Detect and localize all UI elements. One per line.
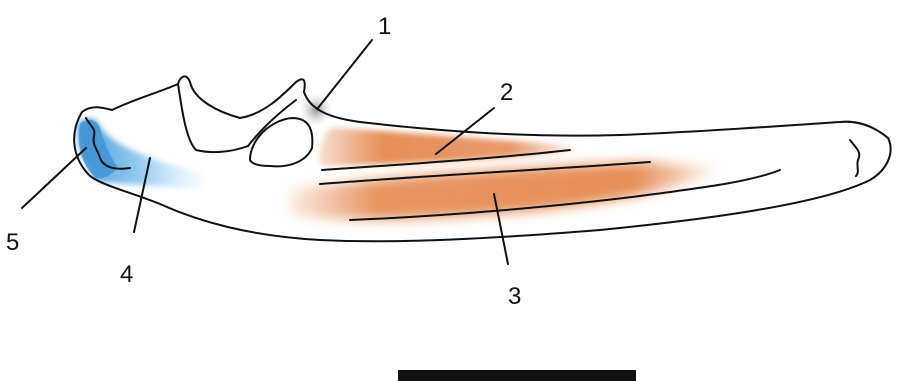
mandible-outline bbox=[74, 76, 890, 241]
label-2: 2 bbox=[500, 79, 513, 106]
label-3: 3 bbox=[508, 283, 521, 310]
leader-5 bbox=[22, 148, 86, 208]
label-5: 5 bbox=[6, 229, 19, 256]
label-1: 1 bbox=[378, 13, 391, 40]
scale-bar bbox=[398, 370, 636, 381]
leader-1 bbox=[318, 40, 372, 108]
label-4: 4 bbox=[120, 261, 133, 288]
